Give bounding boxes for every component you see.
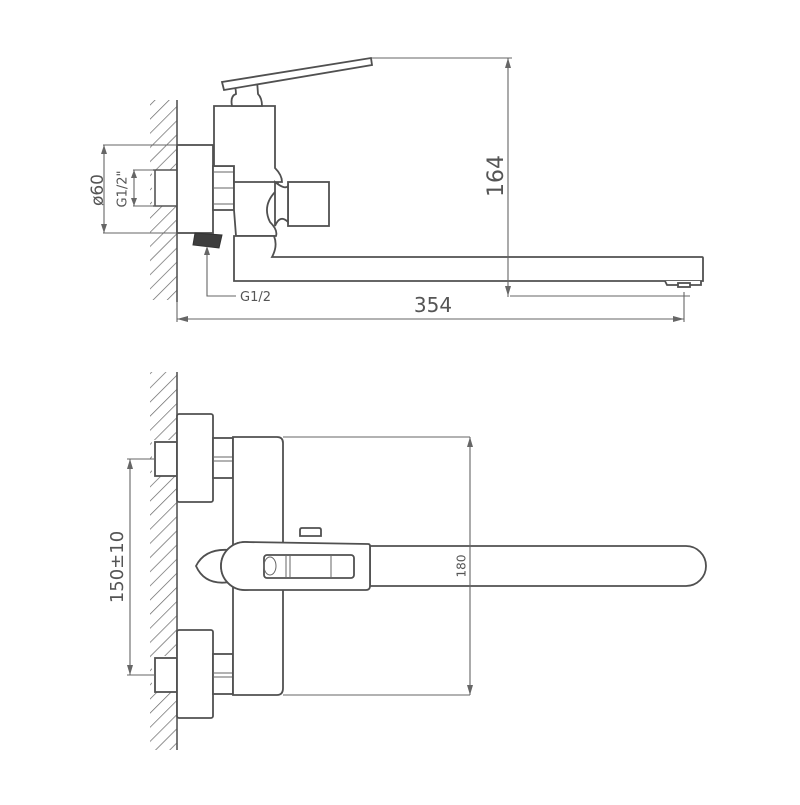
upper-inlet xyxy=(152,413,234,503)
dim-150: 150±10 xyxy=(107,458,155,676)
label-g12-inch: G1/2" xyxy=(116,171,131,208)
spout-front xyxy=(369,545,707,587)
label-354: 354 xyxy=(414,293,452,317)
lever-handle-front xyxy=(195,527,371,591)
wall-hatch-bottom xyxy=(150,372,178,750)
dim-phi60: ø60 xyxy=(88,144,177,234)
side-view: ø60 G1/2" G1/2 164 xyxy=(88,56,704,322)
dim-180: 180 xyxy=(455,437,473,695)
inlet-pipe xyxy=(152,169,177,207)
label-150: 150±10 xyxy=(107,531,128,603)
label-g12: G1/2 xyxy=(240,290,271,305)
spout-side xyxy=(233,235,704,288)
wall-flange xyxy=(176,144,214,234)
diverter-knob xyxy=(287,181,330,227)
dim-164: 164 xyxy=(372,57,690,297)
cartridge-housing xyxy=(213,105,283,183)
hex-nut xyxy=(212,165,235,211)
lower-inlet xyxy=(152,629,234,719)
outlet-thread xyxy=(192,232,223,249)
lever-handle xyxy=(220,56,374,92)
label-phi60: ø60 xyxy=(88,174,108,206)
label-164: 164 xyxy=(484,155,509,197)
dim-g12-inch: G1/2" xyxy=(116,169,155,208)
dim-354: 354 xyxy=(176,292,685,322)
dim-g12: G1/2 xyxy=(204,246,271,305)
label-180: 180 xyxy=(455,555,469,578)
front-view: 150±10 180 xyxy=(107,372,707,750)
